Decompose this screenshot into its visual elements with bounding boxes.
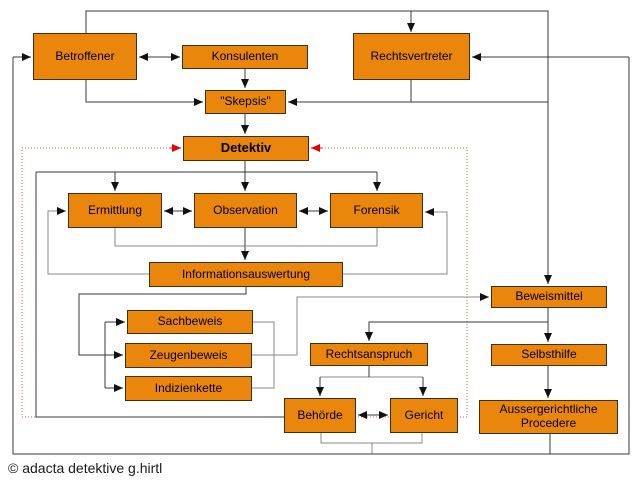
node-betroffener: Betroffener — [33, 33, 137, 80]
edge — [246, 228, 378, 247]
main-connectors — [12, 10, 630, 455]
node-label: Selbsthilfe — [521, 347, 577, 362]
edge — [85, 80, 203, 106]
edge — [35, 172, 284, 418]
node-indizienkette: Indizienkette — [125, 376, 252, 401]
node-label: Zeugenbeweis — [149, 347, 228, 362]
edge — [114, 228, 245, 247]
edge — [85, 10, 552, 284]
node-label: Indizienkette — [154, 380, 223, 395]
node-label: "Skepsis" — [220, 94, 271, 109]
node-label: Forensik — [353, 202, 400, 217]
gray-connectors — [47, 207, 489, 454]
node-gericht: Gericht — [390, 398, 458, 433]
node-observation: Observation — [194, 193, 297, 228]
node-label: Rechtsvertreter — [370, 48, 453, 63]
node-ermittlung: Ermittlung — [68, 193, 162, 228]
edge — [320, 433, 423, 444]
node-label: Detektiv — [220, 140, 272, 156]
node-detektiv: Detektiv — [183, 136, 309, 161]
copyright-text: © adacta detektive g.hirtl — [8, 460, 163, 476]
node-konsulenten: Konsulenten — [182, 45, 308, 69]
node-aussergerichtliche-procedere: Aussergerichtliche Procedere — [479, 400, 618, 434]
node-label: Observation — [213, 202, 278, 217]
node-label: Konsulenten — [211, 49, 279, 64]
node-label: Sachbeweis — [157, 314, 223, 329]
edge — [78, 287, 247, 356]
node-skepsis: "Skepsis" — [205, 90, 286, 114]
node-label: Betroffener — [55, 48, 115, 63]
node-label: Beweismittel — [515, 289, 583, 304]
node-label: Ermittlung — [87, 202, 143, 217]
node-sachbeweis: Sachbeweis — [127, 310, 253, 334]
node-zeugenbeweis: Zeugenbeweis — [125, 343, 252, 368]
node-rechtsanspruch: Rechtsanspruch — [310, 343, 428, 366]
node-label: Rechtsanspruch — [325, 346, 413, 361]
node-label: Aussergerichtliche Procedere — [499, 402, 598, 430]
node-label: Informationsauswertung — [181, 266, 311, 281]
edge — [47, 207, 149, 275]
node-label: Behörde — [297, 407, 343, 422]
node-label: Gericht — [404, 407, 444, 422]
node-forensik: Forensik — [330, 193, 423, 228]
edge — [343, 208, 448, 275]
node-behoerde: Behörde — [284, 398, 356, 433]
node-rechtsvertreter: Rechtsvertreter — [353, 33, 470, 80]
node-beweismittel: Beweismittel — [491, 286, 607, 308]
edge — [365, 321, 548, 341]
edge — [251, 293, 489, 356]
edge — [12, 57, 630, 455]
node-selbsthilfe: Selbsthilfe — [491, 344, 607, 366]
node-informationsauswertung: Informationsauswertung — [149, 262, 343, 287]
